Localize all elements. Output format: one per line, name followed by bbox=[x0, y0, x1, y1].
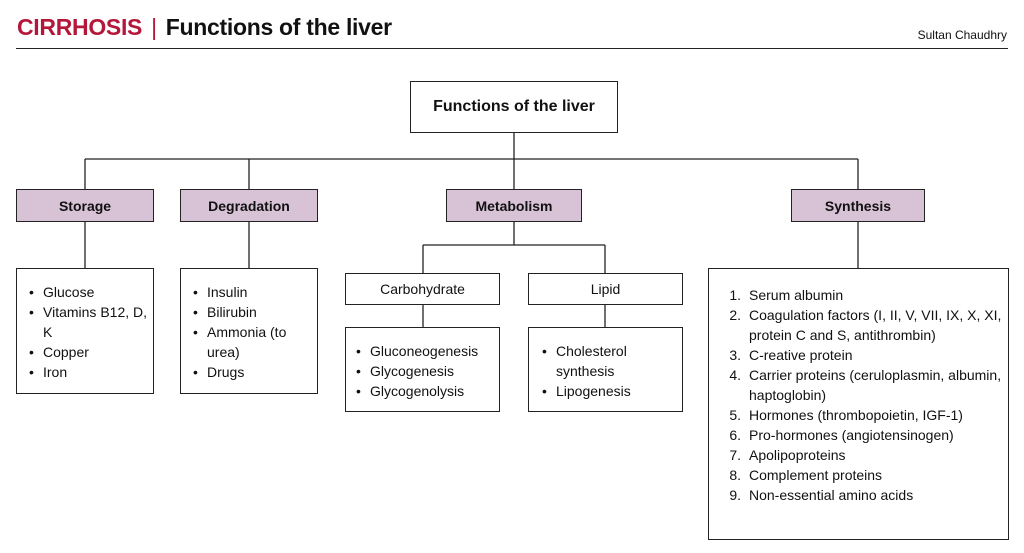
root-box: Functions of the liver bbox=[410, 81, 618, 133]
list-item: 9.Non-essential amino acids bbox=[729, 487, 914, 503]
list-item: Drugs bbox=[193, 362, 311, 382]
page-title: Functions of the liver bbox=[165, 14, 392, 40]
list-item: Glycogenesis bbox=[356, 361, 493, 381]
list-item: 7.Apolipoproteins bbox=[729, 447, 846, 463]
list-item: Ammonia (to urea) bbox=[193, 322, 311, 362]
category-degradation: Degradation bbox=[180, 189, 318, 222]
list-item: Glycogenolysis bbox=[356, 381, 493, 401]
header-rule bbox=[16, 48, 1008, 49]
list-item: Copper bbox=[29, 342, 147, 362]
list-item: Cholesterol synthesis bbox=[542, 341, 664, 381]
list-item: 1.Serum albumin bbox=[729, 287, 844, 303]
list-item: 8.Complement proteins bbox=[729, 467, 883, 483]
list-item: Glucose bbox=[29, 282, 147, 302]
list-item: Bilirubin bbox=[193, 302, 311, 322]
carbohydrate-list-box: Gluconeogenesis Glycogenesis Glycogenoly… bbox=[345, 327, 500, 412]
synthesis-list-box: 1.Serum albumin 2.Coagulation factors (I… bbox=[708, 268, 1009, 540]
subcategory-lipid: Lipid bbox=[528, 273, 683, 305]
storage-list-box: Glucose Vitamins B12, D, K Copper Iron bbox=[16, 268, 154, 394]
subcategory-carbohydrate: Carbohydrate bbox=[345, 273, 500, 305]
list-item: Gluconeogenesis bbox=[356, 341, 493, 361]
list-item: 6.Pro-hormones (angiotensinogen) bbox=[729, 427, 954, 443]
list-item: 4.Carrier proteins (ceruloplasmin, album… bbox=[729, 367, 1002, 403]
category-storage: Storage bbox=[16, 189, 154, 222]
list-item: Vitamins B12, D, K bbox=[29, 302, 147, 342]
lipid-list-box: Cholesterol synthesis Lipogenesis bbox=[528, 327, 683, 412]
author-name: Sultan Chaudhry bbox=[917, 28, 1007, 42]
list-item: 2.Coagulation factors (I, II, V, VII, IX… bbox=[729, 307, 1002, 343]
header-title: CIRRHOSIS | Functions of the liver bbox=[17, 14, 392, 41]
list-item: 3.C-reative protein bbox=[729, 347, 853, 363]
degradation-list-box: Insulin Bilirubin Ammonia (to urea) Drug… bbox=[180, 268, 318, 394]
list-item: Insulin bbox=[193, 282, 311, 302]
category-metabolism: Metabolism bbox=[446, 189, 582, 222]
list-item: 5.Hormones (thrombopoietin, IGF-1) bbox=[729, 407, 963, 423]
title-separator: | bbox=[151, 14, 157, 40]
topic-label: CIRRHOSIS bbox=[17, 14, 143, 40]
category-synthesis: Synthesis bbox=[791, 189, 925, 222]
list-item: Lipogenesis bbox=[542, 381, 664, 401]
list-item: Iron bbox=[29, 362, 147, 382]
